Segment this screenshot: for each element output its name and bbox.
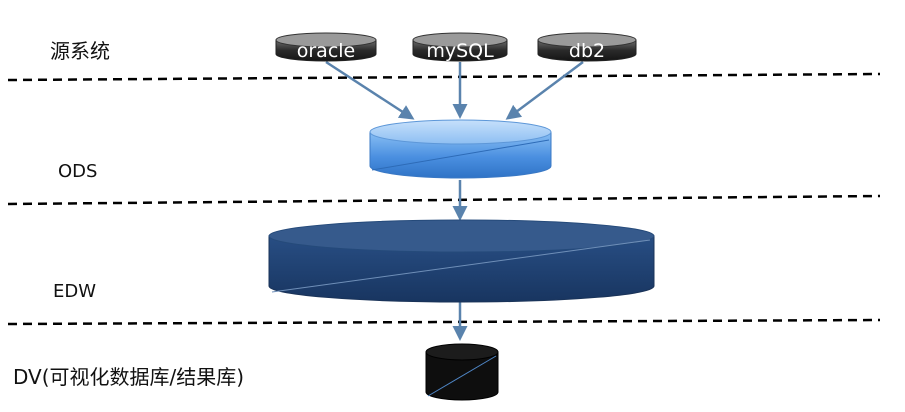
divider-line	[7, 194, 881, 206]
source-label-oracle: oracle	[297, 40, 356, 62]
source-label-db2: db2	[569, 40, 605, 62]
dv-cylinder	[425, 343, 499, 401]
source-db-mysql: mySQL	[412, 32, 508, 62]
arrow-oracle-to-ods	[325, 60, 415, 120]
source-db-oracle: oracle	[275, 32, 377, 62]
layer-label-edw: EDW	[53, 281, 96, 302]
ods-cylinder	[369, 119, 552, 179]
source-label-mysql: mySQL	[426, 40, 494, 62]
divider-line	[7, 72, 881, 82]
layer-label-ods: ODS	[58, 161, 97, 182]
layer-label-source: 源系统	[50, 39, 110, 63]
layer-label-dv: DV(可视化数据库/结果库)	[13, 365, 244, 389]
arrow-db2-to-ods	[505, 60, 584, 120]
edw-cylinder	[268, 219, 655, 303]
divider-line	[7, 318, 881, 326]
source-db-db2: db2	[537, 32, 637, 62]
